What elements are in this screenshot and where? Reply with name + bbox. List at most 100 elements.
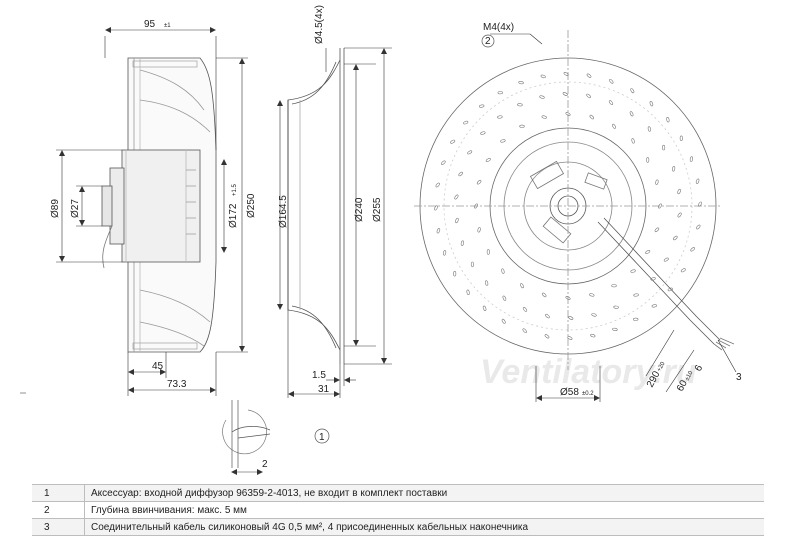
vent-hole bbox=[463, 120, 469, 125]
front-dimensions bbox=[490, 33, 737, 402]
vent-hole bbox=[565, 112, 571, 116]
vent-hole bbox=[677, 188, 681, 195]
vent-hole bbox=[485, 158, 491, 162]
vent-hole bbox=[608, 100, 614, 105]
bottom-dim-2-label: 73.3 bbox=[167, 379, 187, 390]
vent-hole bbox=[654, 227, 660, 232]
diffuser-outer-diam-label: Ø255 bbox=[372, 197, 383, 222]
vent-hole bbox=[518, 81, 524, 85]
note-row: 2 Глубина ввинчивания: макс. 5 мм bbox=[32, 501, 764, 519]
technical-drawing: Ventilatory.ru bbox=[20, 5, 742, 475]
vent-hole bbox=[650, 277, 656, 281]
vent-hole bbox=[519, 124, 525, 128]
vent-hole bbox=[541, 115, 547, 119]
vent-hole bbox=[450, 139, 456, 144]
vent-hole bbox=[646, 157, 650, 163]
center-tol-label: ±0.2 bbox=[582, 391, 594, 397]
vent-hole bbox=[540, 74, 546, 79]
vent-hole bbox=[690, 247, 695, 252]
vent-hole bbox=[629, 111, 634, 117]
diffuser-dim-1-label: 1.5 bbox=[312, 370, 326, 381]
vent-hole bbox=[630, 269, 636, 273]
vent-hole bbox=[474, 203, 478, 209]
vent-hole bbox=[454, 194, 459, 200]
vent-hole bbox=[470, 261, 474, 268]
vent-hole bbox=[658, 203, 662, 209]
callout-3-label: 3 bbox=[736, 372, 742, 383]
vent-hole bbox=[613, 305, 619, 309]
vent-hole bbox=[695, 178, 700, 184]
hub-diam-label: Ø89 bbox=[50, 199, 61, 218]
vent-hole bbox=[467, 150, 473, 155]
vent-hole bbox=[645, 250, 651, 254]
vent-hole bbox=[663, 257, 669, 262]
vent-hole bbox=[649, 101, 654, 107]
cable-len-2-label: 60 bbox=[675, 378, 690, 393]
callout-1-circle bbox=[314, 428, 330, 444]
vent-hole bbox=[485, 280, 489, 286]
vent-hole bbox=[679, 135, 683, 141]
vent-hole bbox=[655, 179, 659, 185]
vent-hole bbox=[633, 293, 639, 297]
vent-hole bbox=[590, 333, 596, 338]
vent-hole bbox=[545, 313, 550, 319]
vent-hole bbox=[698, 201, 702, 207]
vent-hole bbox=[563, 72, 569, 76]
vent-hole bbox=[522, 328, 527, 333]
inner-diam-label: Ø172 bbox=[228, 203, 239, 228]
vent-hole bbox=[611, 284, 617, 288]
vent-hole bbox=[486, 249, 490, 255]
notes-table: 1 Аксессуар: входной диффузор 96359-2-40… bbox=[32, 484, 764, 536]
note-number: 3 bbox=[32, 518, 85, 536]
vent-hole bbox=[586, 93, 591, 99]
vent-hole bbox=[631, 138, 635, 144]
vent-hole bbox=[612, 327, 618, 331]
vent-hole bbox=[562, 92, 568, 96]
vent-hole bbox=[466, 289, 470, 295]
vent-hole bbox=[460, 240, 464, 246]
vent-hole bbox=[501, 318, 506, 324]
center-diam-label: Ø58 bbox=[560, 387, 579, 398]
vent-hole bbox=[501, 268, 505, 274]
diffuser-view bbox=[287, 48, 345, 364]
vent-hole bbox=[500, 139, 506, 143]
side-view bbox=[101, 57, 217, 353]
inner-tol-label: +1.5 bbox=[232, 183, 238, 196]
vent-hole bbox=[633, 317, 639, 321]
vent-hole bbox=[476, 180, 482, 185]
vent-hole bbox=[630, 88, 635, 94]
note-row: 1 Аксессуар: входной диффузор 96359-2-40… bbox=[32, 484, 764, 502]
note-number: 2 bbox=[32, 501, 85, 519]
bottom-dim-1-label: 45 bbox=[152, 361, 164, 372]
note-row: 3 Соединительный кабель силиконовый 4G 0… bbox=[32, 518, 764, 536]
note-text: Глубина ввинчивания: макс. 5 мм bbox=[84, 501, 764, 519]
vent-hole bbox=[680, 268, 686, 273]
vent-hole bbox=[517, 103, 523, 107]
cable-len-3-label: 6 bbox=[693, 363, 706, 373]
note-number: 1 bbox=[32, 484, 85, 502]
vent-hole bbox=[480, 131, 486, 135]
vent-hole bbox=[434, 205, 438, 211]
vent-hole bbox=[651, 304, 657, 308]
vent-hole bbox=[443, 250, 447, 256]
note-text: Соединительный кабель силиконовый 4G 0,5… bbox=[84, 518, 764, 536]
vent-hole bbox=[497, 91, 503, 95]
vent-hole bbox=[479, 104, 485, 108]
note-text: Аксессуар: входной диффузор 96359-2-4013… bbox=[84, 484, 764, 502]
vent-hole bbox=[453, 271, 457, 277]
vent-hole bbox=[586, 73, 592, 78]
vent-hole bbox=[689, 156, 693, 162]
vent-hole bbox=[612, 123, 616, 129]
detail-view bbox=[222, 400, 271, 475]
outer-diam-label: Ø250 bbox=[246, 193, 257, 218]
vent-hole bbox=[666, 117, 670, 123]
callout-2-circle bbox=[481, 34, 495, 48]
vent-holes bbox=[434, 72, 702, 340]
front-view bbox=[414, 30, 735, 370]
vent-hole bbox=[544, 334, 550, 339]
vent-hole bbox=[662, 144, 666, 151]
vent-hole bbox=[520, 283, 524, 289]
callout-1-label: 1 bbox=[319, 432, 325, 443]
vent-hole bbox=[567, 336, 573, 340]
width-dim-label: 95 bbox=[144, 19, 156, 30]
